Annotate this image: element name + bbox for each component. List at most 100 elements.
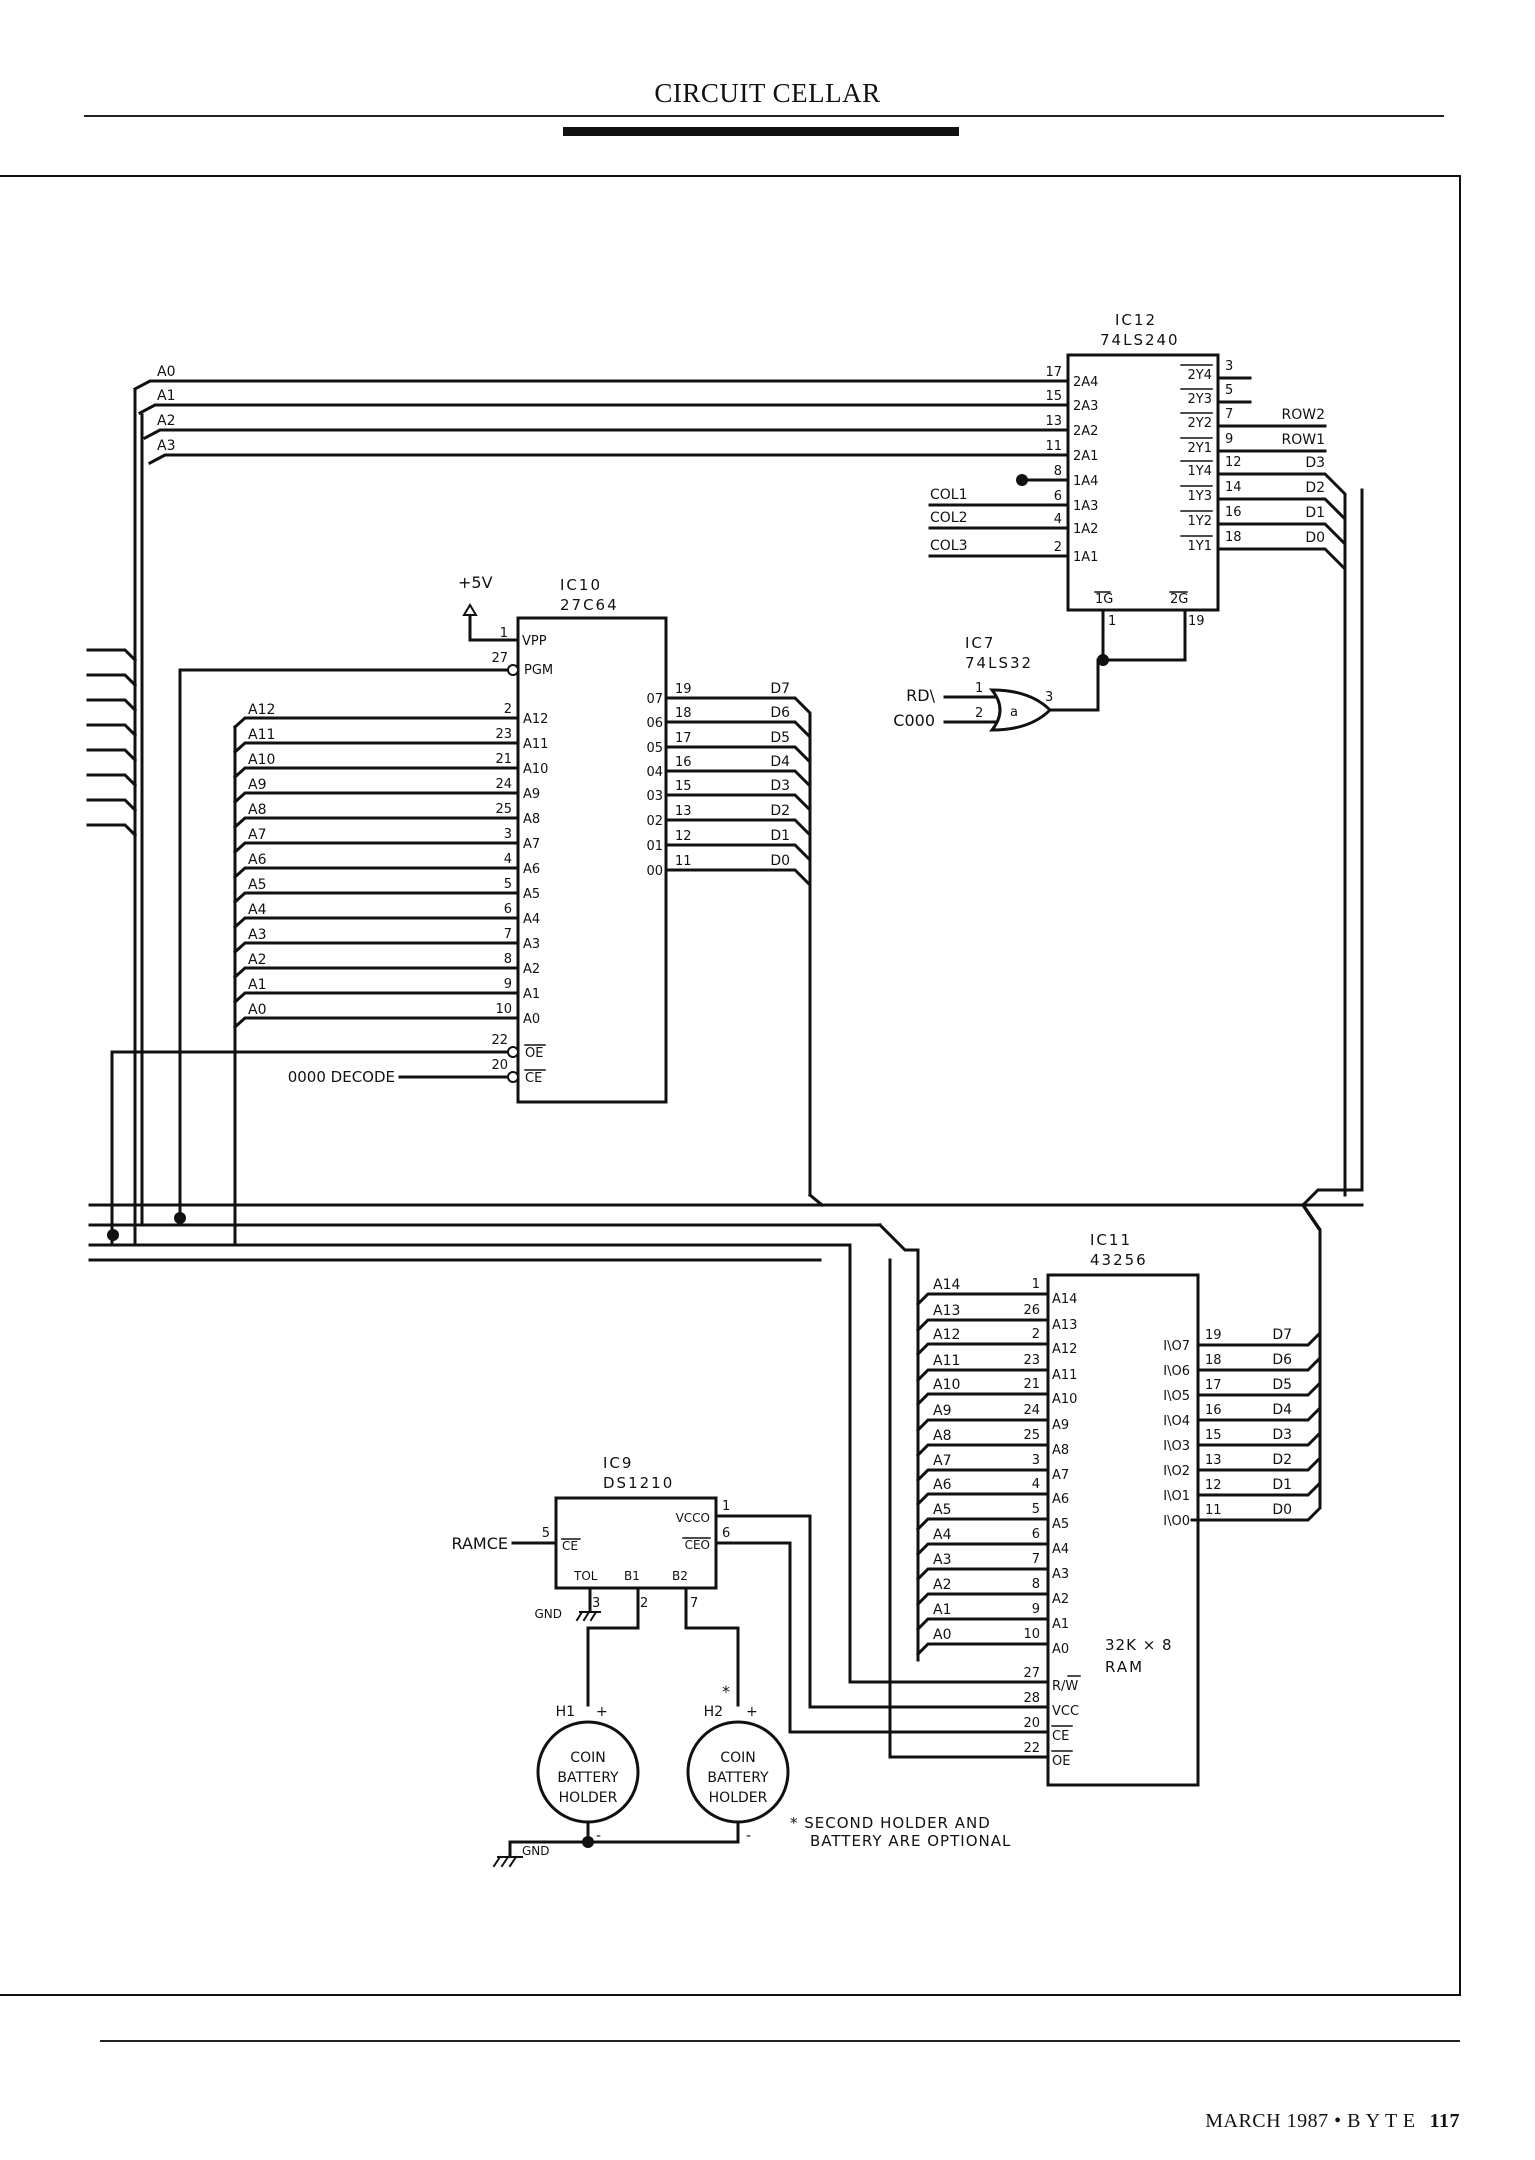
ic11-pin-a10: A10 — [1052, 1392, 1077, 1407]
ic12-pin-num: 14 — [1225, 480, 1242, 495]
ic10-pin-pgm: PGM — [524, 663, 553, 678]
ic12-body — [1066, 353, 1220, 612]
ic7-part: 74LS32 — [965, 654, 1033, 672]
ic11-address-wire — [915, 1592, 1050, 1607]
ic10-pin-a9: A9 — [523, 787, 540, 802]
signal-label-d3: D3 — [1305, 455, 1325, 471]
bus-label-a2: A2 — [157, 413, 175, 429]
ic11-address-wire — [915, 1342, 1050, 1357]
ic11-pin-a1: A1 — [1052, 1617, 1069, 1632]
ic11-signal-a9: A9 — [933, 1403, 951, 1419]
ic11-pin-num: 11 — [1205, 1503, 1222, 1518]
ic11-pin-io5: I\O5 — [1163, 1389, 1190, 1404]
ic10-part: 27C64 — [560, 596, 619, 614]
ic12-pin-2y1: 2Y1 — [1188, 441, 1212, 456]
ic12-pin-1y1: 1Y1 — [1188, 539, 1212, 554]
ic11-pin-a8: A8 — [1052, 1443, 1069, 1458]
ic11-signal-a5: A5 — [933, 1502, 951, 1518]
ic9-pin-ceo: CEO — [685, 1538, 710, 1552]
ic10-signal-a2: A2 — [248, 952, 266, 968]
ic11-pin-io7: I\O7 — [1163, 1339, 1190, 1354]
ic12-pin-1a4: 1A4 — [1073, 474, 1098, 489]
ic9-signal-ramce: RAMCE — [452, 1534, 509, 1553]
ic12-pin-num: 18 — [1225, 530, 1242, 545]
header-rule — [84, 115, 1444, 117]
ic10-address-wire — [232, 966, 520, 980]
ic10-pin-vpp: VPP — [522, 634, 547, 649]
bus-stub — [86, 723, 138, 738]
ic11-signal-a4: A4 — [933, 1527, 952, 1543]
battery-note-line2: BATTERY ARE OPTIONAL — [810, 1832, 1011, 1850]
ic11-pin-num: 15 — [1205, 1428, 1222, 1443]
ic12-pin-2y3: 2Y3 — [1188, 392, 1212, 407]
ic11-pin-a12: A12 — [1052, 1342, 1077, 1357]
ic12-pin-2y4: 2Y4 — [1188, 368, 1212, 383]
bus-label-a1: A1 — [157, 388, 175, 404]
ic11-pin-num: 23 — [1023, 1353, 1040, 1368]
bus-label-a3: A3 — [157, 438, 175, 454]
ic11-signal-d7: D7 — [1272, 1327, 1292, 1343]
ic11-pin-io2: I\O2 — [1163, 1464, 1190, 1479]
ic10-pin-oe: OE — [525, 1046, 543, 1061]
battery-gnd-label: GND — [522, 1844, 550, 1858]
ic12-pin-2g: 2G — [1170, 592, 1188, 607]
ic11-pin-num: 25 — [1023, 1428, 1040, 1443]
ic10-address-wire — [232, 991, 520, 1005]
ic10-signal-d3: D3 — [770, 778, 790, 794]
ic12-pin-1g: 1G — [1095, 592, 1113, 607]
ic10-pin-a1: A1 — [523, 987, 540, 1002]
battery-holder-h1 — [536, 1720, 640, 1824]
ic10-id: IC10 — [560, 576, 602, 594]
ic11-pin-num: 4 — [1032, 1477, 1040, 1492]
ic9-pin-num: 3 — [592, 1596, 600, 1611]
ic11-pin-oe: OE — [1052, 1754, 1070, 1769]
junction-dot — [582, 1836, 594, 1848]
ic12-enable-wire — [1096, 608, 1105, 662]
ic10-data-wire — [664, 818, 812, 1197]
ic11-pin-vcc: VCC — [1052, 1704, 1079, 1719]
address-line — [147, 453, 1067, 466]
ic10-pin-num: 23 — [495, 727, 512, 742]
ic12-pin-num: 1 — [1108, 614, 1116, 629]
ic11-pin-num: 5 — [1032, 1502, 1040, 1517]
ic11-signal-a14: A14 — [933, 1277, 960, 1293]
bus-label-a0: A0 — [157, 364, 175, 380]
ic12-pin-1a3: 1A3 — [1073, 499, 1098, 514]
ic11-signal-a10: A10 — [933, 1377, 960, 1393]
ic11-signal-a1: A1 — [933, 1602, 951, 1618]
ic11-signal-a13: A13 — [933, 1303, 960, 1319]
ic10-pin-d1: 06 — [646, 716, 663, 731]
battery-h2-star: * — [722, 1682, 730, 1701]
ic11-address-wire — [915, 1418, 1050, 1433]
battery-h2-text: BATTERY — [707, 1770, 769, 1786]
ic12-pin-1y3: 1Y3 — [1188, 489, 1212, 504]
junction-dot — [174, 1212, 186, 1224]
ic11-pin-a11: A11 — [1052, 1368, 1077, 1383]
ic9-pin-b2: B2 — [672, 1569, 688, 1583]
ic11-pin-num: 17 — [1205, 1378, 1222, 1393]
ic12-pin-1a2: 1A2 — [1073, 522, 1098, 537]
ic9-id: IC9 — [603, 1454, 633, 1472]
ic10-signal-a10: A10 — [248, 752, 275, 768]
ic11-address-wire — [915, 1392, 1050, 1407]
ic10-pin-a10: A10 — [523, 762, 548, 777]
ic11-pin-ce: CE — [1052, 1729, 1069, 1744]
ic10-supply-label: +5V — [458, 573, 493, 592]
bus-stub — [86, 648, 138, 663]
ic10-pin-num: 11 — [675, 854, 692, 869]
bus-stub — [86, 748, 138, 763]
ic10-pin-a4: A4 — [523, 912, 540, 927]
ic11-pin-num: 3 — [1032, 1453, 1040, 1468]
battery-h2-minus: - — [746, 1828, 751, 1844]
ic7-pin-num: 1 — [975, 681, 983, 696]
ic10-pin-a8: A8 — [523, 812, 540, 827]
battery-gnd-wire — [586, 1820, 740, 1844]
ic10-pin-num: 13 — [675, 804, 692, 819]
ic10-pin-num: 24 — [495, 777, 512, 792]
ic11-data-wire — [1196, 1202, 1322, 1522]
bus-stub — [86, 698, 138, 713]
ic10-pin-num: 19 — [675, 682, 692, 697]
ic10-pin-num: 1 — [500, 626, 508, 641]
ic11-pin-num: 18 — [1205, 1353, 1222, 1368]
